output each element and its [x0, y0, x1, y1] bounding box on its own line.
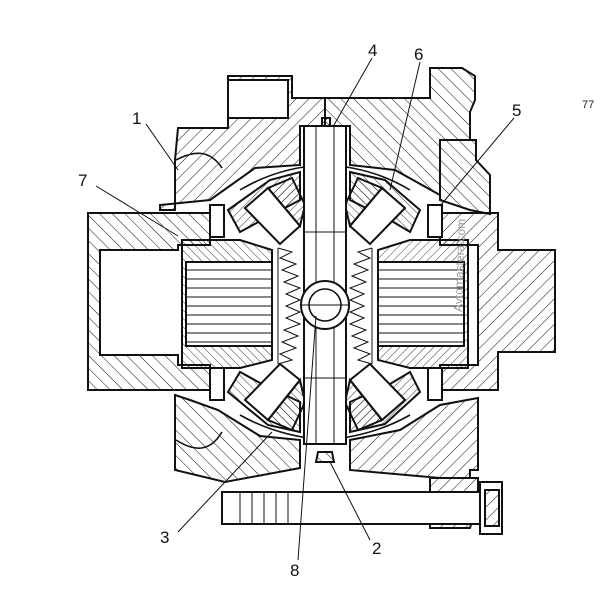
callout-3: 3	[160, 528, 169, 547]
page-number: 77	[582, 99, 594, 111]
right-satellite-teeth	[348, 247, 373, 365]
housing-bolt	[221, 481, 503, 535]
upper-right-pinion	[343, 176, 407, 246]
right-side-gear	[377, 239, 469, 369]
callout-6: 6	[414, 45, 423, 64]
upper-left-pinion	[243, 176, 307, 246]
callout-2: 2	[372, 539, 381, 558]
callout-1: 1	[132, 109, 141, 128]
leader-lines	[95, 57, 515, 561]
callout-8: 8	[290, 561, 299, 580]
callout-5: 5	[512, 101, 521, 120]
right-axle-flange	[427, 204, 556, 401]
lock-pin	[314, 451, 336, 463]
left-satellite-teeth	[277, 247, 302, 365]
left-side-gear	[181, 239, 273, 369]
differential-housing-top	[159, 67, 491, 216]
callout-4: 4	[368, 41, 377, 60]
center-spider-pin	[300, 280, 350, 330]
watermark: Avtomastera.com	[451, 219, 468, 313]
lower-left-pinion	[243, 362, 307, 432]
lower-right-pinion	[343, 362, 407, 432]
callout-7: 7	[78, 171, 87, 190]
